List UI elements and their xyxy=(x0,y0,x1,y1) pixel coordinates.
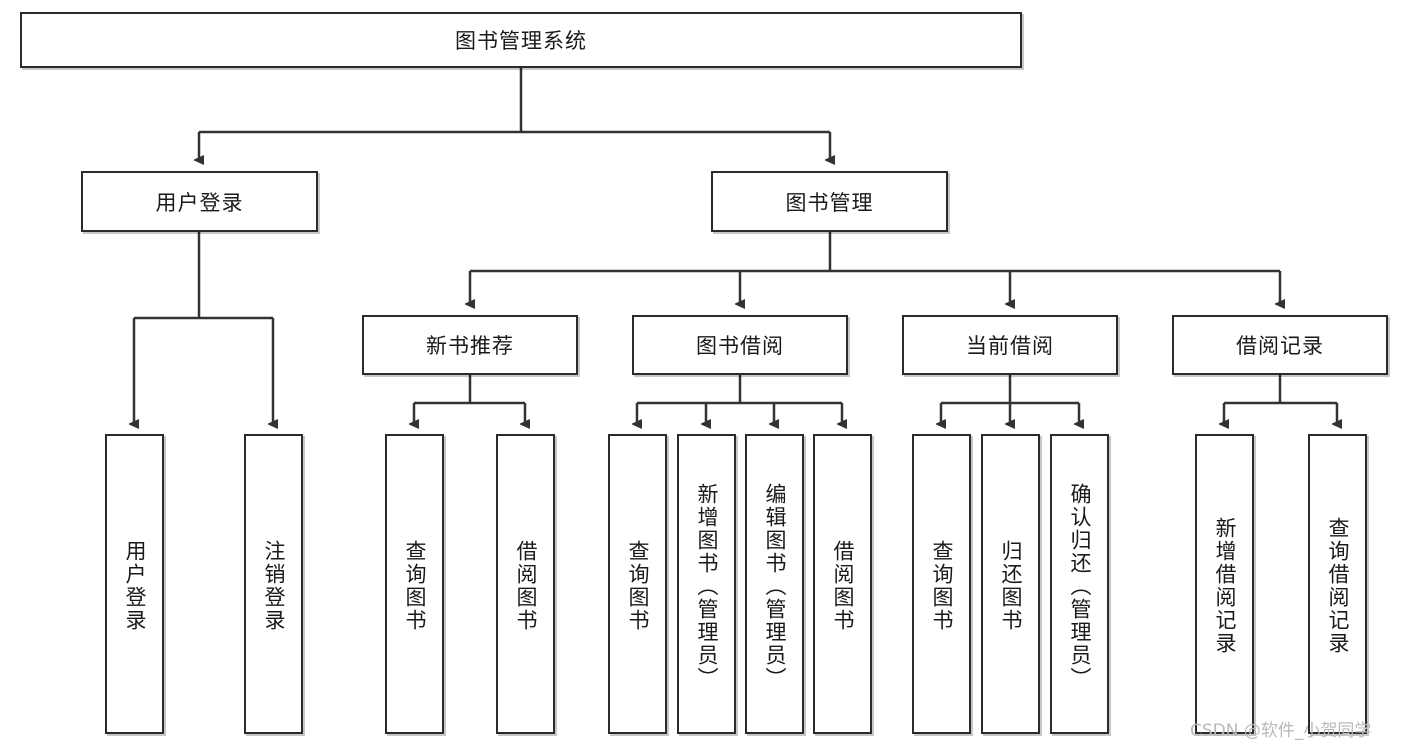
node-label: 当前借阅 xyxy=(966,334,1054,358)
node-book-borrow[interactable]: 图书借阅 xyxy=(632,315,848,375)
node-label: 图书管理 xyxy=(785,190,874,215)
node-root-system[interactable]: 图书管理系统 xyxy=(20,12,1022,68)
node-label: 编辑图书（管理员） xyxy=(763,482,787,690)
leaf-current-confirm-return-admin[interactable]: 确认归还（管理员） xyxy=(1050,434,1109,734)
leaf-current-return-book[interactable]: 归还图书 xyxy=(981,434,1040,734)
leaf-newbook-borrow-book[interactable]: 借阅图书 xyxy=(496,434,555,734)
node-borrow-record[interactable]: 借阅记录 xyxy=(1172,315,1388,375)
node-label: 借阅图书 xyxy=(514,540,538,632)
leaf-logout[interactable]: 注销登录 xyxy=(244,434,303,734)
csdn-watermark: CSDN @软件_小贺同学 xyxy=(1190,721,1372,741)
leaf-borrow-add-book-admin[interactable]: 新增图书（管理员） xyxy=(677,434,736,734)
node-label: 用户登录 xyxy=(155,190,244,215)
node-label: 新书推荐 xyxy=(426,334,514,358)
node-new-book-recommend[interactable]: 新书推荐 xyxy=(362,315,578,375)
leaf-current-query-book[interactable]: 查询图书 xyxy=(912,434,971,734)
node-label: 借阅图书 xyxy=(831,540,855,632)
node-label: 借阅记录 xyxy=(1236,334,1324,358)
node-label: 用户登录 xyxy=(123,540,147,632)
node-current-borrow[interactable]: 当前借阅 xyxy=(902,315,1118,375)
leaf-record-query-record[interactable]: 查询借阅记录 xyxy=(1308,434,1367,734)
leaf-record-add-record[interactable]: 新增借阅记录 xyxy=(1195,434,1254,734)
node-label: 新增图书（管理员） xyxy=(695,482,719,690)
leaf-borrow-borrow-book[interactable]: 借阅图书 xyxy=(813,434,872,734)
node-label: 查询图书 xyxy=(930,540,954,632)
leaf-borrow-edit-book-admin[interactable]: 编辑图书（管理员） xyxy=(745,434,804,734)
node-label: 查询图书 xyxy=(403,540,427,632)
node-label: 图书管理系统 xyxy=(455,29,587,53)
node-user-login[interactable]: 用户登录 xyxy=(81,171,318,232)
node-label: 确认归还（管理员） xyxy=(1068,482,1092,690)
node-label: 图书借阅 xyxy=(696,334,784,358)
node-label: 新增借阅记录 xyxy=(1213,517,1237,655)
leaf-borrow-query-book[interactable]: 查询图书 xyxy=(608,434,667,734)
node-label: 查询借阅记录 xyxy=(1326,517,1350,655)
node-label: 查询图书 xyxy=(626,540,650,632)
leaf-user-login[interactable]: 用户登录 xyxy=(105,434,164,734)
node-book-management[interactable]: 图书管理 xyxy=(711,171,948,232)
node-label: 注销登录 xyxy=(262,540,286,632)
leaf-newbook-query-book[interactable]: 查询图书 xyxy=(385,434,444,734)
node-label: 归还图书 xyxy=(999,540,1023,632)
